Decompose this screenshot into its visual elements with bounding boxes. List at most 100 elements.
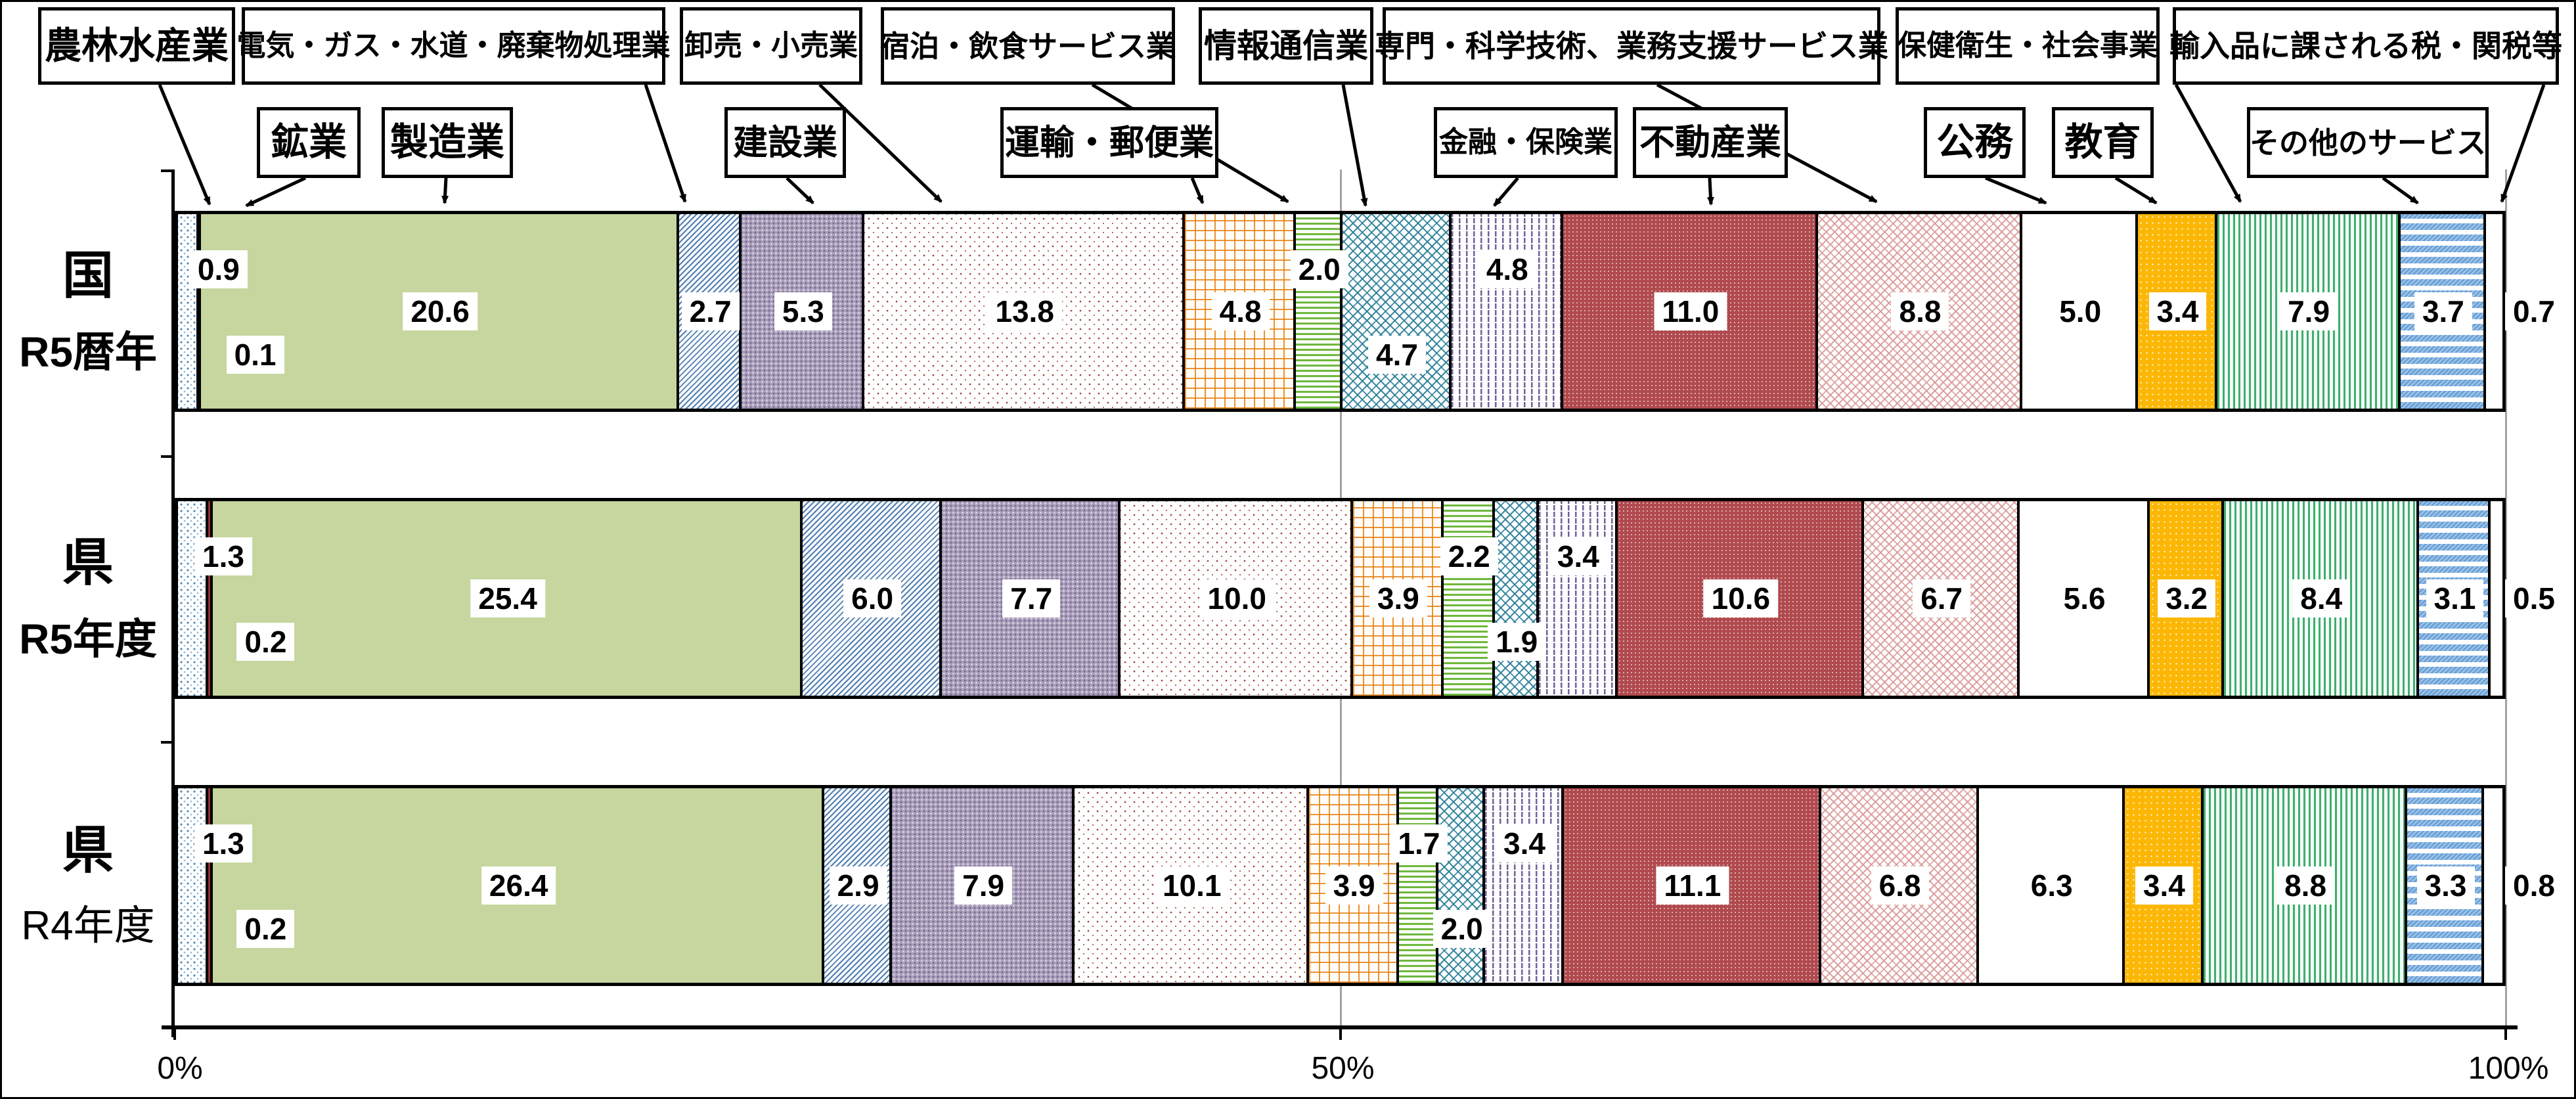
callout-arrow-transport-postal <box>1190 177 1205 204</box>
industry-callout-utilities: 電気・ガス・水道・廃棄物処理業 <box>237 7 671 85</box>
row-label-top: 県 <box>62 533 114 591</box>
industry-callout-label: 宿泊・飲食サービス業 <box>880 29 1176 63</box>
x-axis-tick-label: 100% <box>2468 1051 2549 1086</box>
industry-callout-wholesale-retail: 卸売・小売業 <box>680 7 862 85</box>
industry-callout-label: 不動産業 <box>1639 123 1781 162</box>
industry-callout-real-estate: 不動産業 <box>1633 107 1788 178</box>
segment-value-label: 10.6 <box>1703 579 1779 617</box>
industry-callout-finance-insurance: 金融・保険業 <box>1434 107 1618 178</box>
segment-value-label: 10.0 <box>1199 579 1274 617</box>
industry-callout-health-social: 保健衛生・社会事業 <box>1896 7 2160 85</box>
segment-value-label: 6.0 <box>843 579 902 617</box>
bar-segment-agriculture <box>178 501 208 696</box>
segment-value-label: 13.8 <box>987 292 1062 330</box>
segment-value-label: 10.1 <box>1154 866 1230 905</box>
callout-arrow-health-social <box>2174 83 2242 203</box>
callout-arrow-import-taxes <box>2500 84 2546 203</box>
x-axis-baseline <box>162 1025 2518 1029</box>
segment-value-label: 0.5 <box>2505 579 2563 617</box>
segment-value-label: 8.8 <box>2276 866 2335 905</box>
callout-arrow-information-communication <box>1341 84 1368 207</box>
segment-value-label: 6.8 <box>1871 866 1929 905</box>
segment-value-label: 8.8 <box>1891 292 1949 330</box>
bar-segment-agriculture <box>178 788 208 983</box>
segment-value-label: 5.0 <box>2051 292 2110 330</box>
callout-arrow-utilities <box>644 84 687 203</box>
industry-callout-label: 保健衛生・社会事業 <box>1898 30 2158 62</box>
bar-segment-import-taxes <box>2483 788 2502 983</box>
segment-value-label: 26.4 <box>481 866 556 905</box>
bar-segment-mining <box>208 788 213 983</box>
segment-value-label: 20.6 <box>403 292 477 330</box>
segment-value-label: 7.9 <box>2280 292 2338 330</box>
segment-value-label: 0.2 <box>236 910 295 948</box>
segment-value-label: 1.9 <box>1488 623 1546 661</box>
industry-callout-construction: 建設業 <box>724 107 846 178</box>
industry-callout-label: 専門・科学技術、業務支援サービス業 <box>1375 29 1888 63</box>
segment-value-label: 0.8 <box>2505 866 2563 905</box>
bar-segment-professional-scientific-business-support <box>1863 501 2020 696</box>
callout-arrow-mining <box>245 176 307 208</box>
callout-arrow-finance-insurance <box>1493 177 1519 207</box>
industry-callout-other-services: その他のサービス <box>2247 107 2489 178</box>
y-axis-category-tick <box>161 455 171 458</box>
industry-callout-label: 輸入品に課される税・関税等 <box>2169 29 2562 63</box>
bar-segment-import-taxes <box>2491 501 2502 696</box>
segment-value-label: 0.9 <box>189 250 248 288</box>
industry-callout-professional-scientific-business-support: 専門・科学技術、業務支援サービス業 <box>1375 7 1888 85</box>
x-axis-tick-100% <box>2504 1029 2507 1040</box>
segment-value-label: 2.0 <box>1290 250 1348 288</box>
industry-callout-transport-postal: 運輸・郵便業 <box>1000 107 1218 178</box>
segment-value-label: 11.1 <box>1656 866 1729 905</box>
industry-callout-label: 卸売・小売業 <box>684 30 858 62</box>
segment-value-label: 3.9 <box>1325 866 1383 905</box>
callout-arrow-other-services <box>2382 176 2419 205</box>
industry-callout-label: 情報通信業 <box>1204 28 1368 64</box>
bar-segment-finance-insurance <box>1485 788 1564 983</box>
bar-segment-transport-postal <box>1184 214 1297 409</box>
callout-arrow-public-administration <box>1985 176 2047 205</box>
bar-segment-finance-insurance <box>1452 214 1563 409</box>
segment-value-label: 0.1 <box>226 336 284 374</box>
segment-value-label: 2.2 <box>1440 537 1498 575</box>
segment-value-label: 3.4 <box>2148 292 2207 330</box>
bar-segment-construction <box>742 214 865 409</box>
industry-callout-label: 教育 <box>2064 121 2141 164</box>
segment-value-label: 3.1 <box>2426 579 2484 617</box>
y-axis-category-tick <box>161 169 171 172</box>
industry-callout-label: 運輸・郵便業 <box>1005 123 1214 162</box>
row-label-top: 県 <box>62 821 114 879</box>
industry-callout-label: 公務 <box>1936 121 2013 164</box>
segment-value-label: 2.9 <box>829 866 887 905</box>
segment-value-label: 3.4 <box>1549 537 1607 575</box>
bar-segment-import-taxes <box>2486 214 2502 409</box>
industry-callout-education: 教育 <box>2052 107 2154 178</box>
segment-value-label: 5.3 <box>774 292 832 330</box>
segment-value-label: 3.7 <box>2414 292 2472 330</box>
industry-callout-manufacturing: 製造業 <box>382 107 513 178</box>
industry-callout-accommodation-food: 宿泊・飲食サービス業 <box>880 7 1176 85</box>
y-axis-category-tick <box>161 741 171 744</box>
bar-segment-utilities <box>803 501 943 696</box>
industry-callout-mining: 鉱業 <box>257 107 361 178</box>
segment-value-label: 8.4 <box>2292 579 2351 617</box>
callout-arrow-real-estate <box>1706 177 1714 206</box>
industry-callout-label: 電気・ガス・水道・廃棄物処理業 <box>236 30 671 62</box>
segment-value-label: 3.9 <box>1369 579 1427 617</box>
segment-value-label: 5.6 <box>2055 579 2114 617</box>
segment-value-label: 3.2 <box>2158 579 2216 617</box>
industry-callout-label: 農林水産業 <box>45 25 229 66</box>
callout-arrow-education <box>2114 176 2158 205</box>
industry-callout-label: その他のサービス <box>2250 125 2487 160</box>
segment-value-label: 0.7 <box>2505 292 2563 330</box>
bar-segment-mining <box>198 214 202 409</box>
segment-value-label: 11.0 <box>1654 292 1727 330</box>
bar-segment-mining <box>208 501 213 696</box>
bar-segment-accommodation-food <box>1443 501 1495 696</box>
industry-callout-public-administration: 公務 <box>1924 107 2026 178</box>
row-label-top: 国 <box>62 246 114 304</box>
